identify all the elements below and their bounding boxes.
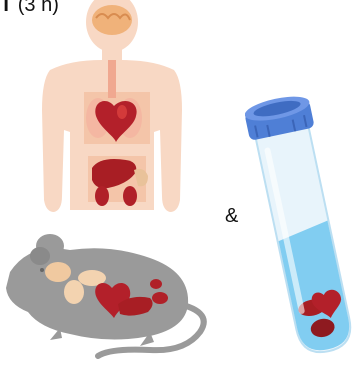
connector-ampersand: & <box>225 205 238 228</box>
trachea <box>108 60 116 98</box>
mouse-ear-2 <box>30 247 50 265</box>
mouse-brain-icon <box>45 262 71 282</box>
left-kidney <box>95 186 109 206</box>
right-kidney <box>123 186 137 206</box>
mouse-organs-icon <box>0 232 225 362</box>
mouse-lung-icon-2 <box>64 280 84 304</box>
mouse-eye <box>40 268 44 272</box>
time-label-bold: T <box>0 0 12 16</box>
test-tube-tissue-icon <box>245 86 360 364</box>
human-body-organs-icon <box>30 0 190 225</box>
mouse-kidney-icon-2 <box>150 279 162 289</box>
brain-icon <box>92 5 132 35</box>
mouse-kidney-icon <box>152 292 168 304</box>
